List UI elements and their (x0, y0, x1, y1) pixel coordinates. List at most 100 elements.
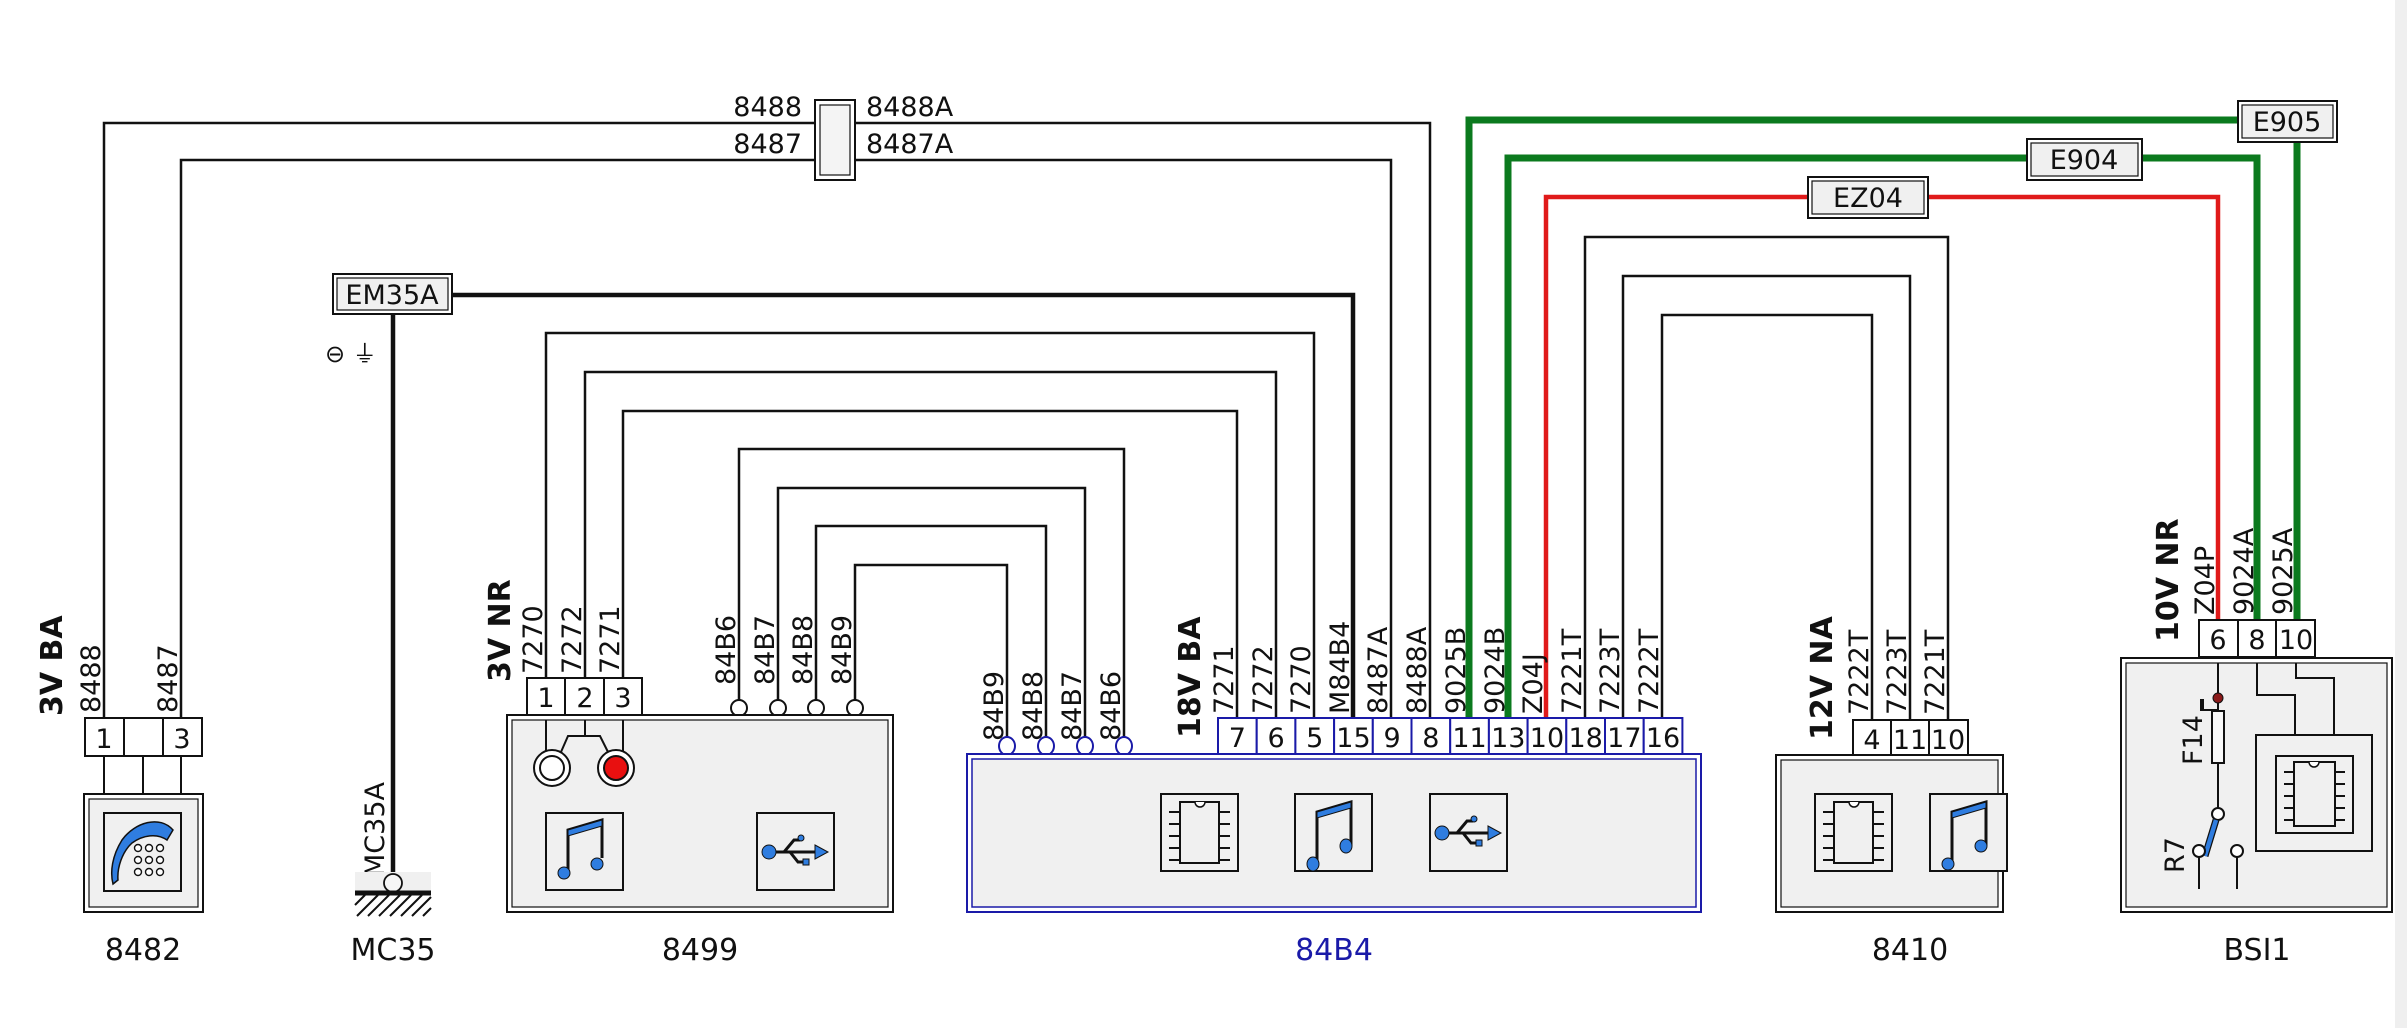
module-MC35[interactable]: MC35A MC35 (350, 781, 435, 968)
wire-8487[interactable] (179, 158, 815, 718)
pin-label: 3 (614, 683, 631, 714)
module-BSI1[interactable]: 10V NR Z04P 9024A 9025A 6 8 10 F14 (2120, 518, 2393, 968)
wire-label-Z04P: Z04P (2190, 546, 2221, 615)
wire-label-7223T: 7223T (1882, 629, 1913, 715)
pin-label: 1 (537, 683, 554, 714)
wire-7271[interactable] (621, 409, 1239, 718)
wire-label-84B7: 84B7 (750, 615, 781, 685)
wire-label-MC35A: MC35A (360, 781, 391, 877)
module-8482[interactable]: 3V BA 8488 8487 1 3 8482 (35, 615, 204, 968)
module-name-8499: 8499 (662, 933, 738, 968)
wire-84B6[interactable] (737, 447, 1126, 745)
pin-cell (1255, 717, 1297, 756)
pin-label: 5 (1306, 723, 1323, 754)
wire-8487A[interactable] (855, 158, 1393, 718)
module-84B4[interactable]: 84B9 84B8 84B7 84B6 18V BA 7271 7272 727… (966, 616, 1702, 968)
connector-spec-8410: 12V NA (1805, 615, 1840, 740)
wire-label: 9025B (1441, 627, 1472, 714)
label-e905[interactable]: E905 (2237, 100, 2338, 143)
ground-symbol-label: ⊖ ⏚ (325, 340, 377, 368)
wire-labels-84B4: 7271 7272 7270 M84B4 8487A 8488A 9025B 9… (1209, 621, 1665, 714)
splice-label-8488A: 8488A (866, 92, 954, 123)
pin-label: 10 (2279, 625, 2313, 656)
connector-8499: 1 2 3 (526, 677, 643, 716)
wire-label-9025A: 9025A (2268, 527, 2299, 615)
wire-label: 7223T (1595, 628, 1626, 714)
scrollbar-vertical[interactable] (2395, 0, 2407, 1028)
fuse-icon: F14 (2178, 710, 2225, 765)
usb-icon (1429, 793, 1508, 872)
ez04-text: EZ04 (1833, 183, 1903, 214)
wire-M84B4[interactable] (452, 292, 1356, 718)
splice-label-8488: 8488 (733, 92, 802, 123)
splice-label-8487: 8487 (733, 129, 802, 160)
wire-label: 7271 (1209, 645, 1240, 714)
wire-label: Z04J (1518, 653, 1549, 714)
wire-label: 8487A (1363, 626, 1394, 714)
wire-label-84B8-b: 84B8 (1018, 671, 1049, 741)
music-note-icon (1929, 793, 2008, 872)
wire-label-7270: 7270 (518, 605, 549, 674)
pin-label: 3 (173, 724, 190, 755)
wire-7221T[interactable] (1583, 235, 1950, 720)
module-name-84B4: 84B4 (1295, 933, 1373, 968)
pin-label: 13 (1491, 723, 1525, 754)
wire-label-84B7-b: 84B7 (1057, 671, 1088, 741)
wire-label-7271: 7271 (595, 605, 626, 674)
pin-label: 18 (1568, 723, 1602, 754)
wire-9024A[interactable] (2142, 154, 2261, 620)
music-note-icon (1294, 793, 1373, 872)
pin-label: 11 (1893, 725, 1927, 756)
em35a-text: EM35A (345, 280, 439, 311)
ground-icon (354, 872, 432, 917)
wire-84B9[interactable] (853, 563, 1009, 745)
wire-label-84B9: 84B9 (827, 615, 858, 685)
pin-cell (1487, 717, 1529, 756)
connector-spec-8482: 3V BA (35, 615, 70, 716)
wire-label: 7272 (1248, 645, 1279, 714)
telephone-icon (103, 812, 182, 892)
wire-label: 7270 (1286, 645, 1317, 714)
wire-label: 7222T (1634, 628, 1665, 714)
connector-8482: 1 3 (84, 717, 203, 757)
wire-8488A[interactable] (855, 121, 1432, 718)
pin-label: 8 (2248, 625, 2265, 656)
pin-label: 10 (1931, 725, 1965, 756)
wire-label: 7221T (1557, 628, 1588, 714)
wire-8488[interactable] (102, 121, 815, 718)
wire-label-7272: 7272 (557, 605, 588, 674)
connector-spec-8499: 3V NR (483, 579, 518, 682)
wire-label-84B8: 84B8 (788, 615, 819, 685)
wire-label-84B6-b: 84B6 (1096, 671, 1127, 741)
wire-Z04J[interactable] (1543, 194, 1808, 718)
label-e904[interactable]: E904 (2026, 138, 2143, 181)
fuse-label: F14 (2178, 715, 2209, 765)
wire-label-84B9-b: 84B9 (979, 671, 1010, 741)
wire-7272[interactable] (583, 370, 1278, 718)
wire-9025B[interactable] (1465, 116, 2238, 718)
wire-84B8[interactable] (814, 524, 1048, 745)
wire-84B7[interactable] (776, 486, 1087, 745)
splice-label-8487A: 8487A (866, 129, 954, 160)
connector-BSI1: 6 8 10 (2198, 619, 2316, 658)
pin-label: 10 (1530, 723, 1564, 754)
usb-icon (756, 812, 835, 891)
wire-label-7221T: 7221T (1920, 629, 1951, 715)
wire-label-9024A: 9024A (2229, 527, 2260, 615)
module-8499[interactable]: 3V NR 7270 7272 7271 1 2 3 84B6 84B7 84B… (483, 579, 894, 968)
wire-9024B[interactable] (1504, 154, 2027, 718)
wire-7270[interactable] (544, 331, 1316, 718)
splice-connector[interactable]: 8488 8487 8488A 8487A (733, 92, 954, 181)
wire-7223T[interactable] (1621, 274, 1912, 720)
pin-label: 11 (1452, 723, 1486, 754)
label-ez04[interactable]: EZ04 (1807, 176, 1929, 219)
chip-icon (2255, 734, 2373, 852)
wire-Z04P[interactable] (1928, 194, 2221, 620)
e904-text: E904 (2050, 145, 2119, 176)
pin-label: 4 (1863, 725, 1880, 756)
pin-cell (1642, 717, 1684, 756)
wire-7222T[interactable] (1660, 313, 1874, 720)
wire-label: M84B4 (1325, 621, 1356, 714)
module-8410[interactable]: 12V NA 7222T 7223T 7221T 4 11 10 (1775, 615, 2008, 968)
label-em35a[interactable]: EM35A (332, 273, 453, 315)
